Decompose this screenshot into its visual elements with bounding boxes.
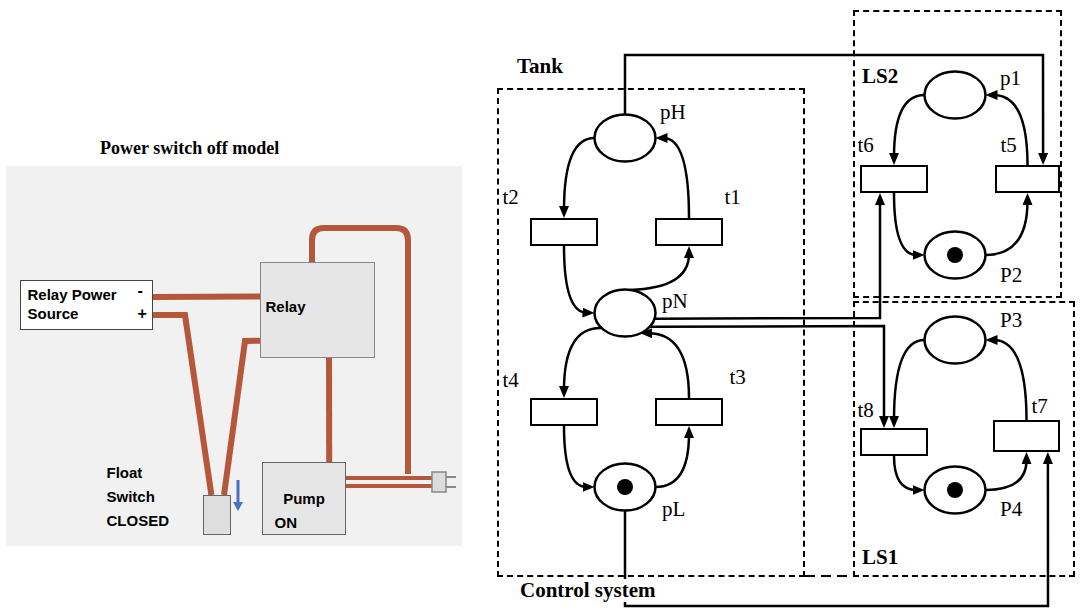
- place-circle: P2: [923, 230, 987, 280]
- place-circle: pH: [593, 113, 657, 163]
- place-circle: P4: [923, 465, 987, 515]
- motion-arrowhead: [233, 502, 243, 511]
- node-label: pL: [662, 497, 685, 521]
- arc: [986, 201, 1028, 255]
- place-circle: p1: [923, 70, 987, 120]
- arc: [625, 55, 1043, 157]
- region-border: [805, 575, 853, 577]
- pump-box: PumpON: [262, 462, 346, 535]
- transition-bar: t6: [860, 165, 928, 193]
- arc: [656, 434, 690, 487]
- transition-bar: t4: [530, 398, 598, 426]
- transition-bar: t2: [530, 218, 598, 246]
- node-label: t2: [503, 185, 519, 209]
- arc: [655, 201, 880, 319]
- node-label: P3: [1000, 308, 1022, 332]
- transition-bar: t8: [860, 428, 928, 456]
- arc: [564, 138, 595, 210]
- node-label: P2: [1000, 263, 1022, 287]
- node-label: t4: [503, 368, 519, 392]
- arc: [564, 246, 587, 313]
- place-ellipse: [595, 464, 656, 511]
- node-label: ON: [275, 514, 298, 531]
- arc: [986, 460, 1027, 490]
- node-label: Relay Power Source: [28, 285, 136, 324]
- float-switch: Float Switch CLOSED: [203, 495, 231, 535]
- node-label: Tank: [517, 54, 563, 78]
- arc: [894, 193, 917, 255]
- token-dot: [617, 479, 633, 495]
- place-ellipse: [925, 467, 986, 514]
- node-label: t5: [1001, 133, 1017, 157]
- illustration-panel: [6, 166, 462, 546]
- arc: [664, 138, 690, 218]
- node-label: Float Switch CLOSED: [107, 461, 177, 533]
- region-label: Control system: [517, 579, 659, 602]
- place-ellipse: [925, 317, 986, 364]
- arc: [625, 460, 1048, 606]
- wire: [224, 341, 260, 495]
- plug: [432, 472, 446, 492]
- transition-bar: t1: [655, 218, 723, 246]
- node-label: +: [138, 305, 147, 323]
- place-circle: P3: [923, 315, 987, 365]
- place-ellipse: [595, 290, 656, 337]
- arc: [564, 328, 602, 390]
- transition-bar: t7: [993, 420, 1060, 452]
- transition-bar: t5: [995, 165, 1060, 193]
- arc: [894, 456, 917, 490]
- place-ellipse: [595, 115, 656, 162]
- motion-arrow: [237, 480, 240, 503]
- ls2-region: LS2 p1 t6 t5P2: [853, 10, 1062, 298]
- wire: [153, 315, 211, 495]
- arc: [994, 95, 1028, 165]
- place-outline: [923, 465, 987, 515]
- pump-cord: [346, 484, 432, 488]
- arc: [994, 340, 1027, 420]
- node-label: Relay: [266, 298, 306, 315]
- node-label: P4: [1000, 497, 1022, 521]
- arc: [894, 340, 925, 420]
- arc: [564, 426, 587, 487]
- diagram-title: Power switch off model: [100, 138, 279, 159]
- node-label: pN: [662, 289, 688, 313]
- place-outline: [593, 113, 657, 163]
- node-label: LS1: [862, 545, 898, 569]
- node-label: t3: [730, 365, 746, 389]
- wire: [326, 358, 332, 462]
- node-label: t6: [858, 133, 874, 157]
- node-label: t1: [725, 185, 741, 209]
- transition-bar: t3: [655, 398, 723, 426]
- pump-cord: [346, 476, 432, 480]
- arc: [648, 333, 689, 398]
- node-label: t7: [1032, 394, 1048, 418]
- wire: [153, 294, 260, 300]
- place-outline: [923, 230, 987, 280]
- place-outline: [593, 462, 657, 512]
- plug-prong: [446, 476, 456, 478]
- node-label: -: [138, 282, 143, 300]
- ls1-region: LS1P3t8t7P4: [853, 301, 1075, 577]
- node-label: p1: [1000, 66, 1021, 90]
- tank-region: TankpHt2t1pNt4t3pL: [497, 88, 805, 577]
- node-label: LS2: [862, 64, 898, 88]
- relay-box: Relay: [260, 262, 375, 358]
- token-dot: [947, 247, 963, 263]
- place-circle: pN: [593, 288, 657, 338]
- node-label: Pump: [283, 490, 325, 507]
- arc: [630, 254, 689, 290]
- plug-prong: [446, 486, 456, 488]
- place-circle: pL: [593, 462, 657, 512]
- arc: [894, 95, 925, 157]
- place-outline: [923, 70, 987, 120]
- place-outline: [923, 315, 987, 365]
- node-label: t8: [858, 398, 874, 422]
- place-ellipse: [925, 72, 986, 119]
- node-label: pH: [660, 100, 686, 124]
- place-outline: [593, 288, 657, 338]
- place-ellipse: [925, 232, 986, 279]
- token-dot: [947, 482, 963, 498]
- power-source-box: Relay Power Source- +: [20, 280, 153, 330]
